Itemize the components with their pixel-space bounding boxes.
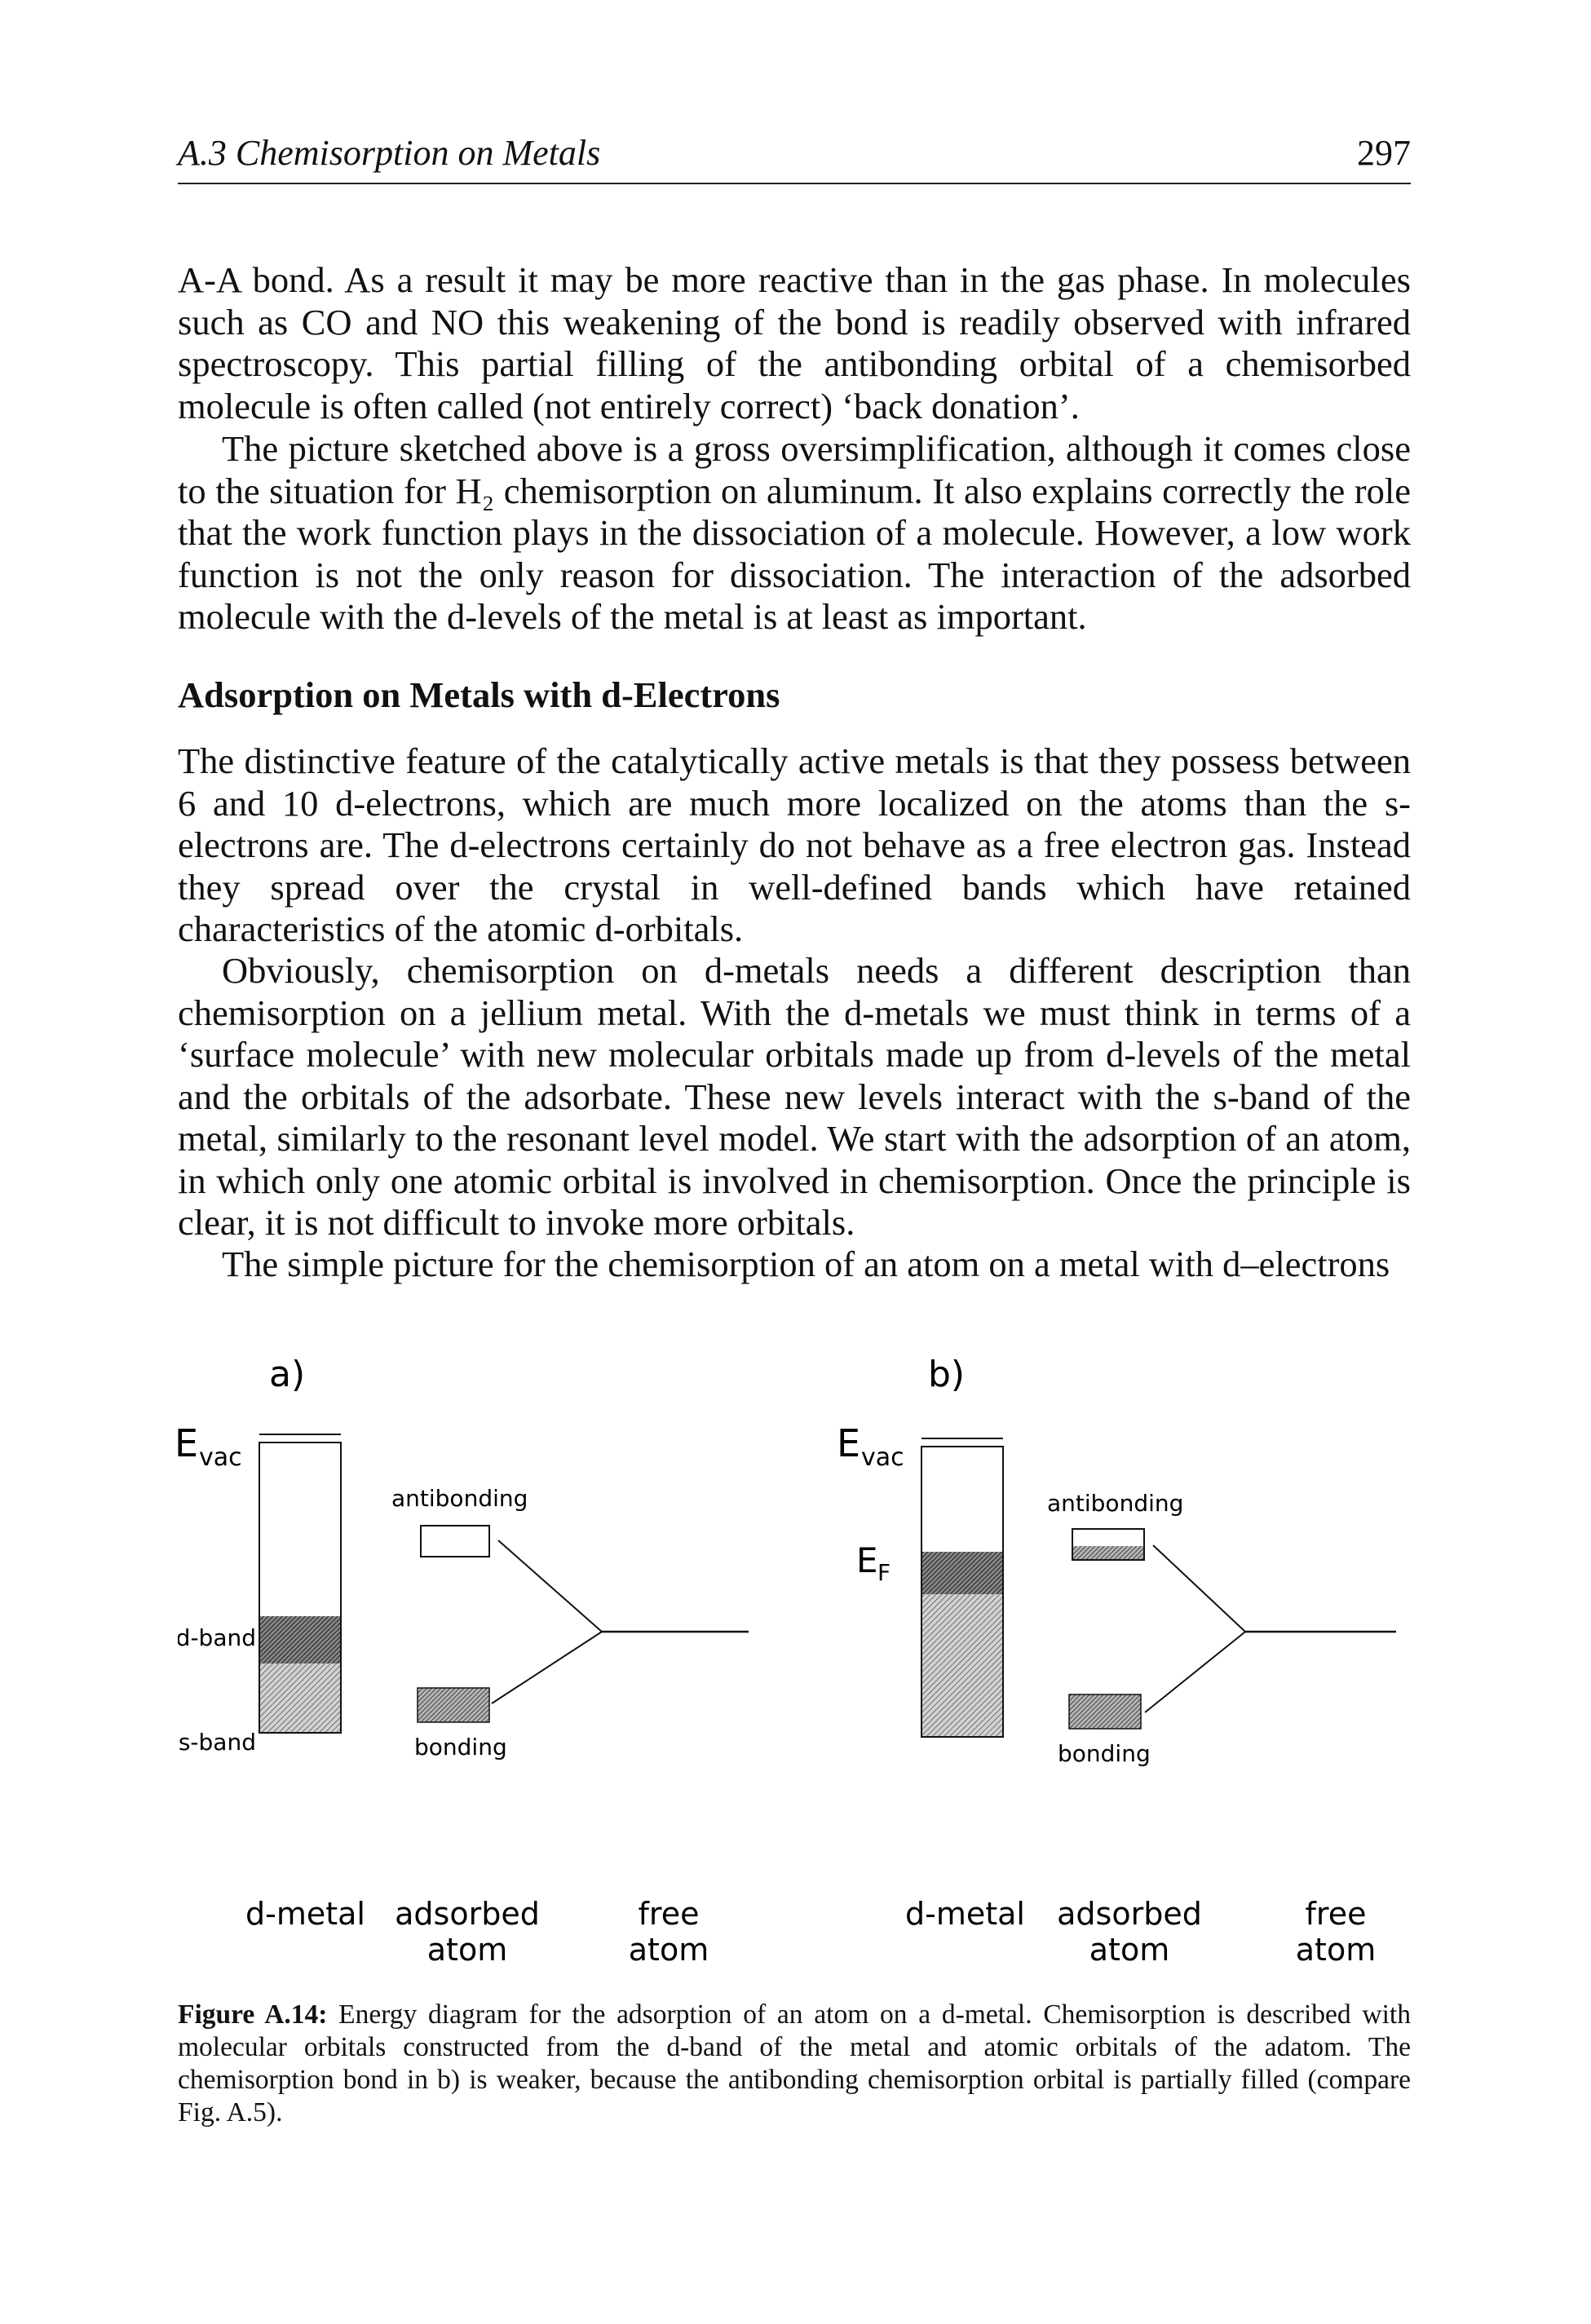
panel-a-sband-label: s-band	[179, 1729, 256, 1756]
paragraph-5: The simple picture for the chemisorption…	[222, 1244, 1390, 1284]
running-head-title: A.3 Chemisorption on Metals	[178, 133, 601, 173]
running-head: A.3 Chemisorption on Metals 297	[178, 132, 1411, 184]
panel-a-connector-lower	[491, 1631, 603, 1704]
panel-b-col-free-1: free	[1306, 1896, 1367, 1932]
panel-b-bonding-level	[1068, 1694, 1142, 1730]
panel-a-label: a)	[269, 1354, 305, 1395]
paragraph-2: The picture sketched above is a gross ov…	[178, 428, 1411, 637]
panel-a-evac-symbol: E	[178, 1421, 198, 1465]
panel-b-col-adsorbed-2: atom	[1089, 1932, 1169, 1968]
panel-a: a) E vac d-band s-band antibonding bondi…	[175, 1354, 749, 1968]
panel-b-antibonding-filled-part	[1073, 1546, 1143, 1559]
panel-a-col-adsorbed-1: adsorbed	[395, 1896, 540, 1932]
figure-caption-text: Energy diagram for the adsorption of an …	[178, 1999, 1411, 2127]
figure-caption-label: Figure A.14:	[178, 1999, 328, 2030]
panel-a-dband-label: d-band	[178, 1624, 256, 1651]
panel-b-label: b)	[928, 1354, 965, 1395]
panel-b-ef-subscript: F	[877, 1559, 891, 1586]
figure-caption: Figure A.14: Energy diagram for the adso…	[178, 1999, 1411, 2129]
panel-b-col-free-2: atom	[1296, 1932, 1376, 1968]
panel-b-bonding-label: bonding	[1058, 1740, 1151, 1767]
panel-a-col-free-2: atom	[629, 1932, 709, 1968]
panel-a-antibonding-label: antibonding	[391, 1485, 528, 1512]
panel-a-bonding-level	[417, 1687, 490, 1723]
panel-b-connector-lower	[1144, 1631, 1246, 1713]
panel-a-connector-upper	[497, 1540, 603, 1633]
panel-b: b) E vac E F antibonding bonding d-metal…	[837, 1354, 1396, 1968]
panel-a-evac-subscript: vac	[199, 1443, 242, 1472]
paragraph-3: The distinctive feature of the catalytic…	[178, 740, 1411, 949]
panel-a-d-band	[260, 1616, 340, 1663]
panel-b-d-band	[922, 1552, 1002, 1594]
panel-b-evac-subscript: vac	[861, 1443, 904, 1472]
panel-b-ef-symbol: E	[856, 1540, 878, 1580]
panel-b-evac-symbol: E	[837, 1421, 860, 1465]
panel-a-col-adsorbed-2: atom	[427, 1932, 507, 1968]
panel-a-antibonding-level	[420, 1525, 490, 1557]
panel-b-antibonding-label: antibonding	[1047, 1490, 1183, 1517]
energy-diagram-figure: a) E vac d-band s-band antibonding bondi…	[175, 1337, 1411, 1986]
panel-a-col-metal: d-metal	[245, 1896, 365, 1932]
section-heading: Adsorption on Metals with d-Electrons	[178, 674, 780, 715]
paragraph-4: Obviously, chemisorption on d-metals nee…	[178, 950, 1411, 1243]
panel-b-col-metal: d-metal	[905, 1896, 1025, 1932]
paragraph-1: A-A bond. As a result it may be more rea…	[178, 259, 1411, 426]
page-number: 297	[1357, 133, 1411, 173]
panel-a-col-free-1: free	[639, 1896, 700, 1932]
panel-b-connector-upper	[1152, 1544, 1246, 1633]
panel-b-col-adsorbed-1: adsorbed	[1057, 1896, 1202, 1932]
panel-a-bonding-label: bonding	[414, 1734, 507, 1761]
energy-diagram: a) E vac d-band s-band antibonding bondi…	[175, 1354, 1396, 1968]
